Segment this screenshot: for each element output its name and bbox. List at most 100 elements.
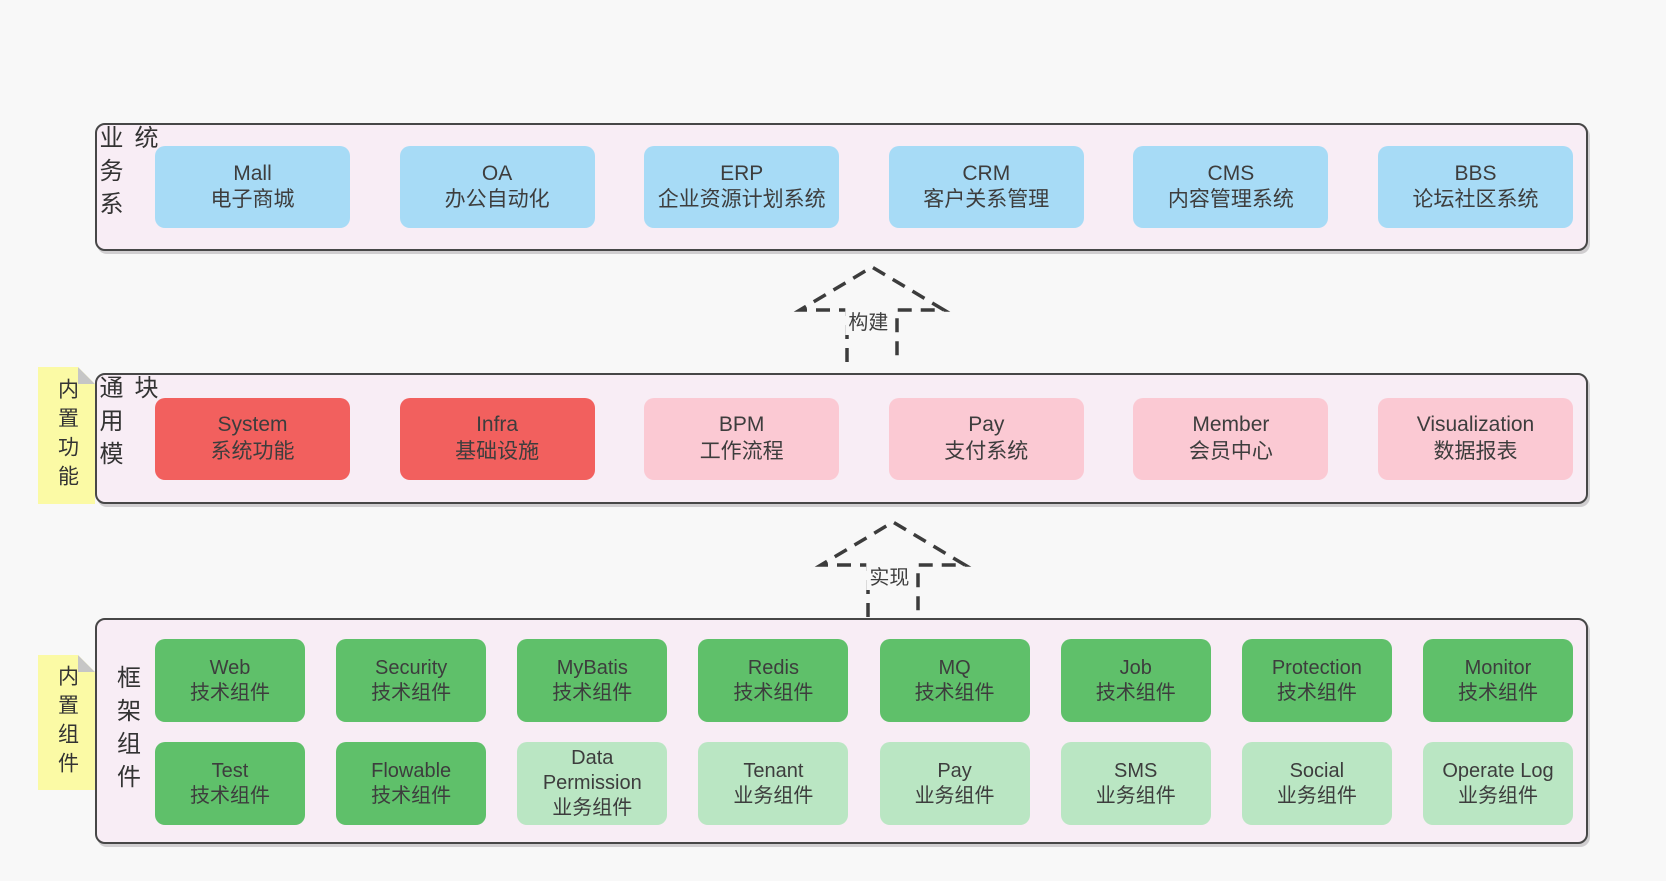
box-desc: 业务组件 [733, 784, 814, 807]
box-desc: 会员中心 [1188, 439, 1273, 463]
box-name: Tenant [743, 759, 804, 782]
box-desc: 技术组件 [190, 784, 270, 807]
box-desc: 业务组件 [914, 784, 995, 807]
section-common-modules: 通用模块 System 系统功能 Infra 基础设施 BPM 工作流程 Pay… [95, 373, 1588, 504]
business-systems-row: Mall 电子商城 OA 办公自动化 ERP 企业资源计划系统 CRM 客户关系… [155, 125, 1573, 249]
arrow-implement-label: 实现 [866, 561, 913, 590]
box-name: Mall [233, 161, 272, 185]
box-pay: Pay 支付系统 [888, 397, 1084, 480]
section-label-business-systems: 业务系统 [95, 125, 157, 224]
box-name: Data Permission [542, 747, 642, 795]
box-desc: 电子商城 [210, 188, 295, 211]
box-mq: MQ 技术组件 [879, 639, 1030, 722]
box-cms: CMS 内容管理系统 [1133, 146, 1329, 228]
box-name: Pay [968, 413, 1005, 437]
box-name: Operate Log [1442, 759, 1554, 782]
box-flowable: Flowable 技术组件 [336, 742, 487, 825]
box-name: Job [1119, 656, 1152, 679]
box-desc: 技术组件 [733, 681, 814, 704]
box-name: OA [481, 161, 513, 185]
box-desc: 业务组件 [1095, 784, 1176, 807]
sticky-note-label: 内置组件 [55, 664, 79, 781]
box-name: Test [211, 759, 249, 782]
box-desc: 业务组件 [1457, 784, 1538, 807]
box-desc: 技术组件 [190, 681, 270, 704]
box-bpm: BPM 工作流程 [644, 397, 840, 480]
section-label-common-modules: 通用模块 [95, 375, 157, 474]
box-data-permission: Data Permission 业务组件 [517, 742, 668, 825]
box-name: BBS [1454, 161, 1497, 185]
box-desc: 论坛社区系统 [1412, 188, 1539, 211]
box-name: ERP [720, 161, 764, 185]
box-name: CMS [1207, 161, 1255, 185]
box-desc: 系统功能 [210, 439, 295, 463]
box-desc: 数据报表 [1433, 439, 1518, 463]
sticky-note-built-in-features: 内置功能 [38, 367, 95, 504]
box-desc: 技术组件 [1276, 681, 1357, 704]
common-modules-row: System 系统功能 Infra 基础设施 BPM 工作流程 Pay 支付系统… [155, 375, 1573, 502]
box-name: Security [375, 656, 448, 679]
arrow-implement: 实现 [813, 517, 973, 617]
box-tenant: Tenant 业务组件 [698, 742, 849, 825]
box-test: Test 技术组件 [155, 742, 305, 825]
box-name: SMS [1114, 759, 1158, 782]
box-monitor: Monitor 技术组件 [1422, 639, 1573, 722]
section-business-systems: 业务系统 Mall 电子商城 OA 办公自动化 ERP 企业资源计划系统 CRM… [95, 123, 1588, 251]
section-label-framework-components: 框架组件 [112, 665, 140, 797]
box-desc: 技术组件 [371, 784, 452, 807]
box-name: Monitor [1464, 656, 1532, 679]
box-mybatis: MyBatis 技术组件 [517, 639, 668, 722]
box-desc: 技术组件 [1457, 681, 1538, 704]
box-name: BPM [718, 413, 765, 437]
box-desc: 技术组件 [552, 681, 633, 704]
box-crm: CRM 客户关系管理 [888, 146, 1084, 228]
box-desc: 业务组件 [552, 796, 633, 819]
box-infra: Infra 基础设施 [399, 397, 595, 480]
sticky-note-built-in-components: 内置组件 [38, 655, 95, 790]
box-bbs: BBS 论坛社区系统 [1377, 146, 1573, 228]
box-desc: 技术组件 [914, 681, 995, 704]
box-desc: 支付系统 [944, 439, 1029, 463]
box-job: Job 技术组件 [1060, 639, 1211, 722]
box-name: Visualization [1416, 413, 1535, 437]
framework-components-rows: Web 技术组件 Security 技术组件 MyBatis 技术组件 Redi… [155, 639, 1573, 825]
box-pay-biz: Pay 业务组件 [879, 742, 1030, 825]
sticky-note-label: 内置功能 [55, 377, 79, 494]
box-name: MQ [938, 656, 971, 679]
box-desc: 工作流程 [699, 439, 784, 463]
box-name: CRM [962, 161, 1011, 185]
framework-row-1: Web 技术组件 Security 技术组件 MyBatis 技术组件 Redi… [155, 639, 1573, 722]
box-social: Social 业务组件 [1241, 742, 1392, 825]
arrow-build-label: 构建 [845, 306, 892, 335]
box-member: Member 会员中心 [1133, 397, 1329, 480]
box-security: Security 技术组件 [336, 639, 487, 722]
box-desc: 客户关系管理 [923, 188, 1050, 211]
box-desc: 业务组件 [1276, 784, 1357, 807]
framework-row-2: Test 技术组件 Flowable 技术组件 Data Permission … [155, 742, 1573, 825]
box-redis: Redis 技术组件 [698, 639, 849, 722]
box-desc: 技术组件 [371, 681, 452, 704]
box-desc: 企业资源计划系统 [657, 188, 826, 211]
box-visualization: Visualization 数据报表 [1377, 397, 1573, 480]
box-name: Redis [747, 656, 799, 679]
box-protection: Protection 技术组件 [1241, 639, 1392, 722]
box-desc: 基础设施 [455, 439, 540, 463]
box-name: Web [209, 656, 251, 679]
box-mall: Mall 电子商城 [155, 146, 350, 228]
box-sms: SMS 业务组件 [1060, 742, 1211, 825]
box-name: Flowable [371, 759, 452, 782]
box-desc: 办公自动化 [444, 188, 550, 211]
box-web: Web 技术组件 [155, 639, 305, 722]
box-name: Member [1192, 413, 1270, 437]
box-name: MyBatis [556, 656, 628, 679]
box-erp: ERP 企业资源计划系统 [644, 146, 840, 228]
box-operate-log: Operate Log 业务组件 [1422, 742, 1573, 825]
box-desc: 技术组件 [1095, 681, 1176, 704]
box-name: System [217, 413, 288, 437]
box-name: Protection [1271, 656, 1362, 679]
box-system: System 系统功能 [155, 397, 350, 480]
box-name: Pay [937, 759, 972, 782]
section-framework-components: 框架组件 Web 技术组件 Security 技术组件 MyBatis 技术组件… [95, 618, 1588, 844]
box-oa: OA 办公自动化 [399, 146, 595, 228]
